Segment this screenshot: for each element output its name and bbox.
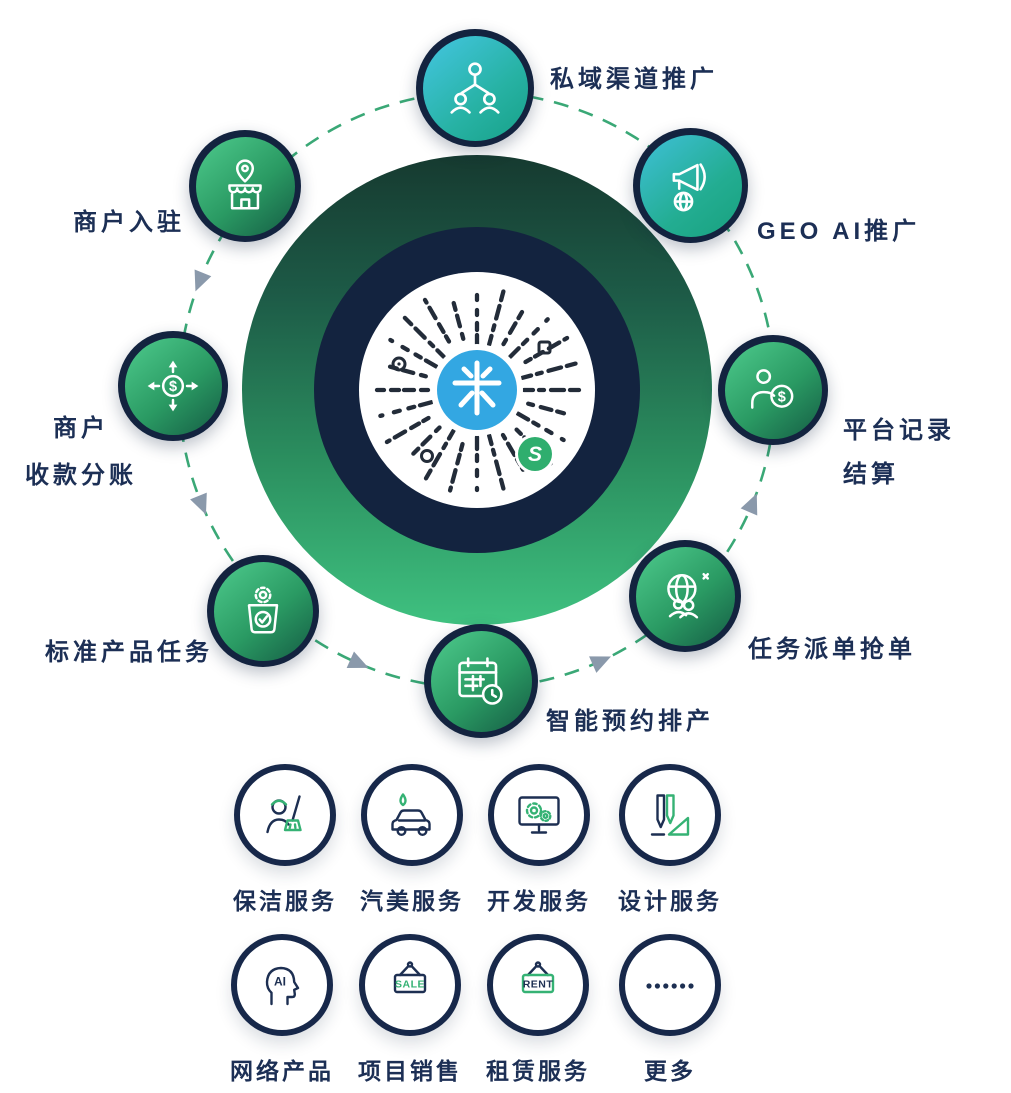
node-label-task-dispatch: 任务派单抢单	[748, 636, 916, 663]
dev-monitor-icon	[518, 796, 560, 834]
mini-program-badge: S	[515, 434, 555, 474]
node-label-merchant-onboarding: 商户入驻	[73, 209, 185, 236]
node-label-line-1: 商户	[53, 415, 109, 442]
node-face: $	[724, 341, 822, 439]
node-label-smart-scheduling: 智能预约排产	[546, 708, 714, 735]
flow-arrow	[346, 651, 369, 668]
service-more	[619, 934, 721, 1036]
flow-arrow	[194, 269, 212, 292]
service-cleaning	[234, 764, 336, 866]
cycle-ring-inner-band: S	[314, 227, 640, 553]
node-label-line-2: 收款分账	[25, 462, 137, 489]
flow-arrows	[190, 269, 758, 673]
cycle-node-smart-scheduling	[424, 624, 538, 738]
dollar-glyph: $	[778, 389, 786, 405]
node-face	[639, 134, 742, 237]
design-tools-icon	[650, 794, 690, 836]
node-label-line-1: 平台记录	[843, 417, 955, 444]
service-rental: RENT	[487, 934, 589, 1036]
cycle-node-task-dispatch	[629, 540, 741, 652]
service-label-development: 开发服务	[487, 888, 591, 914]
node-face	[195, 136, 295, 236]
service-label-more: 更多	[644, 1058, 696, 1084]
rent-sign-icon: RENT	[521, 961, 555, 994]
cycle-node-merchant-split-payment: $	[118, 331, 228, 441]
sale-badge-text: SALE	[395, 979, 425, 991]
globe-team-icon	[667, 573, 710, 619]
service-label-project-sales: 项目销售	[358, 1058, 462, 1084]
service-label-car-beauty: 汽美服务	[360, 888, 464, 914]
cycle-node-private-domain-promo	[416, 29, 534, 147]
qr-center-logo	[431, 344, 523, 436]
ai-badge-text: AI	[274, 975, 286, 989]
service-network-products: AI	[231, 934, 333, 1036]
flow-arrow	[740, 493, 758, 516]
node-label-line-2: 结算	[843, 461, 899, 488]
cleaner-icon	[266, 795, 302, 834]
storefront-pin-icon	[228, 159, 262, 210]
cycle-node-merchant-onboarding	[189, 130, 301, 242]
node-label-private-domain-promo: 私域渠道推广	[550, 66, 718, 93]
node-face	[635, 546, 735, 646]
qr-decorations	[391, 340, 552, 463]
cycle-node-standard-product-task	[207, 555, 319, 667]
cycle-node-geo-ai-promo	[633, 128, 748, 243]
lai-logo-icon	[452, 360, 502, 416]
car-wash-icon	[391, 793, 431, 837]
service-label-cleaning: 保洁服务	[233, 888, 337, 914]
service-design	[619, 764, 721, 866]
qr-sun-code: S	[368, 288, 583, 493]
service-development	[488, 764, 590, 866]
flow-arrow	[190, 492, 207, 515]
more-dots-icon	[646, 983, 694, 989]
badge-letter: S	[528, 443, 542, 466]
node-label-geo-ai-promo: GEO AI推广	[757, 218, 921, 245]
node-face	[422, 35, 528, 141]
dollar-glyph: $	[169, 379, 177, 395]
bag-gear-icon	[247, 586, 279, 634]
flow-arrow	[589, 656, 611, 673]
node-label-standard-product-task: 标准产品任务	[45, 639, 213, 666]
node-face: $	[124, 337, 222, 435]
dollar-arrows-icon: $	[147, 360, 199, 412]
megaphone-globe-icon	[672, 162, 706, 211]
service-label-rental: 租赁服务	[486, 1058, 590, 1084]
qr-code-panel: S	[359, 272, 595, 508]
cycle-node-platform-settlement: $	[718, 335, 828, 445]
service-label-design: 设计服务	[618, 888, 722, 914]
node-face	[430, 630, 532, 732]
ai-head-icon: AI	[265, 966, 300, 1006]
people-network-icon	[450, 62, 500, 114]
node-label-platform-settlement: 平台记录 结算	[843, 409, 955, 497]
calendar-clock-icon	[458, 657, 503, 705]
rent-badge-text: RENT	[523, 979, 554, 991]
node-face	[213, 561, 313, 661]
cycle-ring: S	[242, 155, 712, 625]
person-coin-icon: $	[751, 369, 794, 409]
service-car-beauty	[361, 764, 463, 866]
service-project-sales: SALE	[359, 934, 461, 1036]
service-label-network-products: 网络产品	[230, 1058, 334, 1084]
node-label-merchant-split-payment: 商户 收款分账	[15, 405, 147, 499]
sale-sign-icon: SALE	[393, 961, 427, 994]
